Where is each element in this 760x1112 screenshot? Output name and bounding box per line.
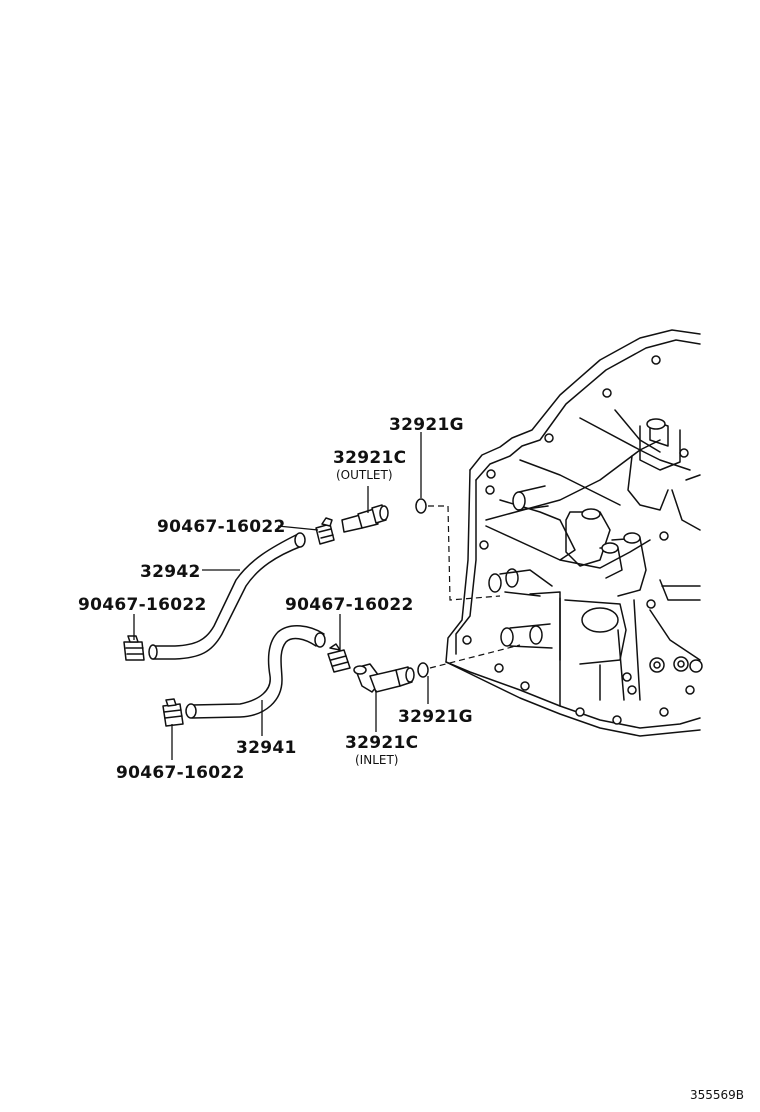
diagram-reference-number: 355569B	[690, 1088, 744, 1102]
label-union-inlet: 32921C	[345, 733, 418, 753]
oring-bottom	[417, 662, 429, 678]
label-clamp-left-lower: 90467-16022	[116, 763, 245, 783]
install-line-inlet	[429, 644, 521, 669]
leader-clamp-top-right	[277, 525, 319, 531]
flange-bolt-holes	[462, 355, 695, 725]
label-clamp-mid-right: 90467-16022	[285, 595, 414, 615]
clamp-mid-right	[327, 643, 351, 673]
transmission-case	[445, 329, 703, 737]
clamp-left-upper	[123, 635, 145, 661]
label-oring-bottom: 32921G	[398, 707, 473, 727]
install-line-outlet	[428, 505, 501, 601]
union-outlet-part	[341, 504, 389, 533]
label-hose-lower: 32941	[236, 738, 297, 758]
label-clamp-left-upper: 90467-16022	[78, 595, 207, 615]
hose-upper-part	[148, 532, 306, 660]
label-oring-top: 32921G	[389, 415, 464, 435]
union-inlet-part	[353, 663, 415, 693]
label-union-inlet-note: (INLET)	[355, 753, 398, 767]
label-hose-upper: 32942	[140, 562, 201, 582]
oring-top	[415, 498, 427, 514]
clamp-top-right	[315, 517, 335, 545]
label-clamp-top-right: 90467-16022	[157, 517, 286, 537]
label-union-outlet-note: (OUTLET)	[336, 468, 393, 482]
hose-lower-part	[185, 625, 326, 719]
label-union-outlet: 32921C	[333, 448, 406, 468]
clamp-left-lower	[162, 698, 184, 727]
